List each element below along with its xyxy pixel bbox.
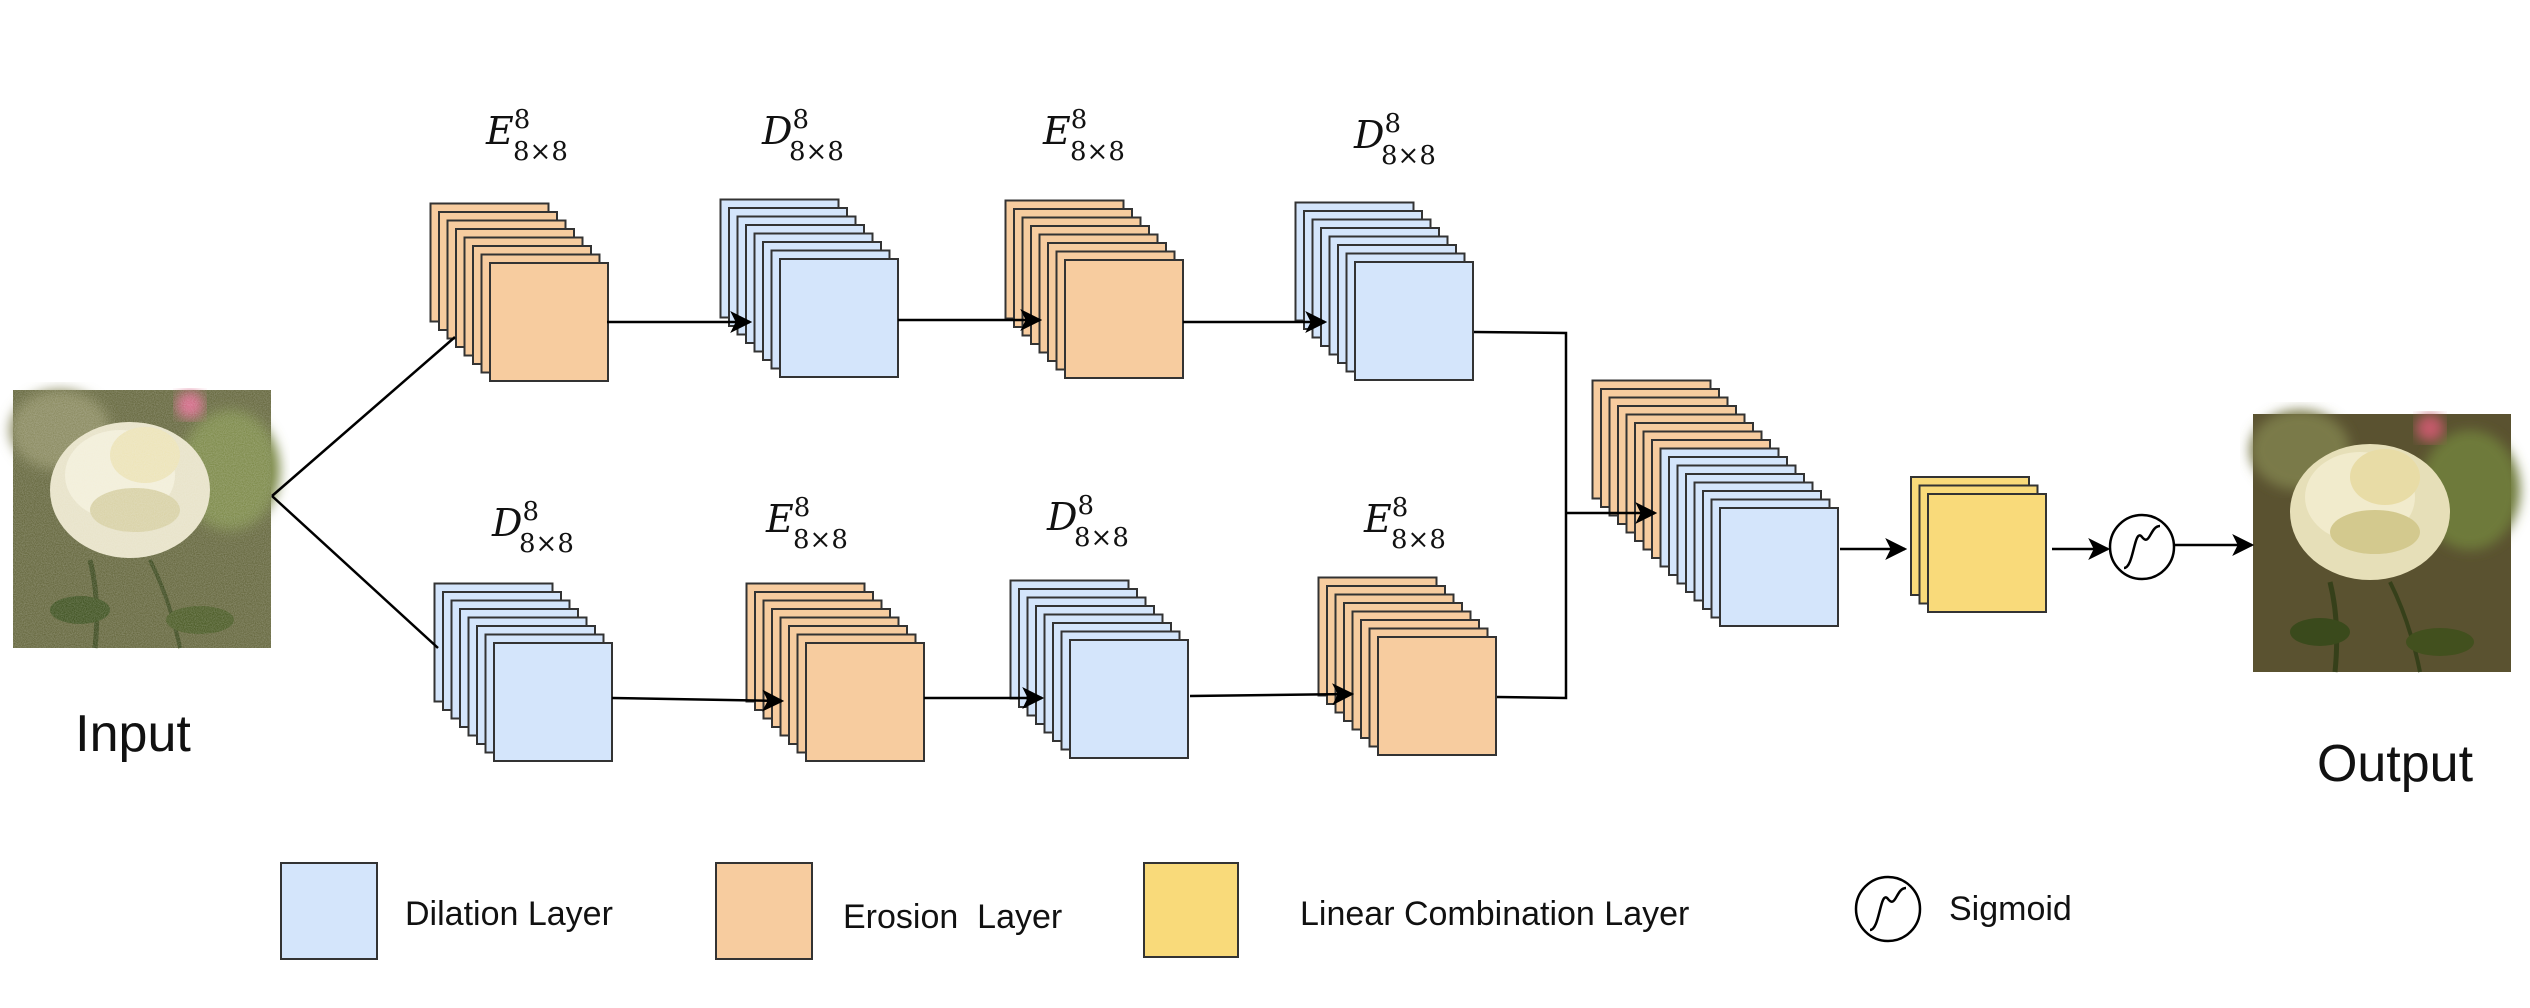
top-stack-4-label-letter: D — [1353, 113, 1384, 157]
bottom-stack-2-label-letter: E — [765, 497, 794, 541]
output-image — [2250, 410, 2520, 673]
bottom-stack-1-dilation — [433, 582, 613, 762]
concat-stack — [1591, 379, 1839, 627]
top-stack-4-label-superscript: 8 — [1384, 109, 1401, 139]
top-stack-4-label-subscript: 8×8 — [1381, 141, 1436, 171]
sigmoid-icon — [1869, 886, 1907, 932]
top-stack-2-label-letter: D — [761, 109, 792, 153]
bottom-stack-4-label-subscript: 8×8 — [1391, 525, 1446, 555]
legend-dilation-label: Dilation Layer — [405, 895, 613, 933]
arrow-bottom-1 — [611, 689, 785, 712]
bottom-stack-4-label-superscript: 8 — [1392, 493, 1409, 523]
legend-linear-label: Linear Combination Layer — [1300, 895, 1689, 933]
top-stack-3-label-subscript: 8×8 — [1070, 137, 1125, 167]
bottom-stack-3-label-superscript: 8 — [1077, 491, 1094, 521]
linear-combination-stack-layer — [1927, 493, 2047, 613]
legend-dilation-swatch — [280, 862, 378, 960]
bottom-stack-4-erosion — [1317, 576, 1497, 756]
top-stack-2-label-subscript: 8×8 — [789, 137, 844, 167]
arrow-bottom-3 — [1189, 683, 1355, 706]
bottom-stack-2-erosion-layer — [805, 642, 925, 762]
concat-dilation-layer — [1719, 507, 1839, 627]
top-stack-1-erosion — [429, 202, 609, 382]
top-stack-3-erosion — [1004, 199, 1184, 379]
top-stack-1-label-letter: E — [485, 109, 514, 153]
top-stack-2-label-superscript: 8 — [792, 105, 809, 135]
top-stack-2-dilation — [719, 198, 899, 378]
top-stack-1-erosion-layer — [489, 262, 609, 382]
top-stack-4-dilation-layer — [1354, 261, 1474, 381]
bottom-stack-4-label-letter: E — [1363, 497, 1392, 541]
top-stack-1-label-subscript: 8×8 — [513, 137, 568, 167]
legend-erosion-label: Erosion Layer — [843, 898, 1062, 936]
connections — [271, 309, 2255, 712]
bottom-stack-2-label-subscript: 8×8 — [793, 525, 848, 555]
bottom-stack-1-label-subscript: 8×8 — [519, 529, 574, 559]
top-stack-4-dilation — [1294, 201, 1474, 381]
legend-linear-swatch — [1143, 862, 1239, 958]
bottom-stack-3-label-letter: D — [1046, 495, 1077, 539]
edge-input-bottom — [271, 495, 439, 649]
top-stack-2-dilation-layer — [779, 258, 899, 378]
top-stack-3-label-letter: E — [1042, 109, 1071, 153]
bottom-stack-2-erosion — [745, 582, 925, 762]
bottom-stack-3-label-subscript: 8×8 — [1074, 523, 1129, 553]
edge-input-top — [271, 336, 456, 497]
bottom-stack-1-label-superscript: 8 — [522, 497, 539, 527]
sigmoid-icon — [2123, 524, 2161, 570]
bottom-stack-1-dilation-layer — [493, 642, 613, 762]
bottom-stack-4-erosion-layer — [1377, 636, 1497, 756]
legend-sigmoid-label: Sigmoid — [1949, 890, 2072, 928]
top-stack-3-label-superscript: 8 — [1071, 105, 1088, 135]
input-label: Input — [75, 705, 191, 763]
input-image — [10, 390, 280, 649]
legend-erosion-swatch — [715, 862, 813, 960]
merge-bottom — [1496, 513, 1568, 700]
top-stack-3-erosion-layer — [1064, 259, 1184, 379]
bottom-stack-1-label-letter: D — [491, 501, 522, 545]
output-label: Output — [2317, 735, 2474, 793]
sigmoid-node — [2108, 513, 2176, 581]
legend-sigmoid-swatch — [1854, 875, 1922, 943]
legend: Dilation Layer Erosion Layer Linear Comb… — [280, 862, 2072, 960]
merge-top — [1473, 330, 1568, 513]
bottom-stack-3-dilation — [1009, 579, 1189, 759]
bottom-stack-3-dilation-layer — [1069, 639, 1189, 759]
top-stack-1-label-superscript: 8 — [514, 105, 531, 135]
linear-combination-stack — [1910, 476, 2047, 613]
bottom-stack-2-label-superscript: 8 — [794, 493, 811, 523]
